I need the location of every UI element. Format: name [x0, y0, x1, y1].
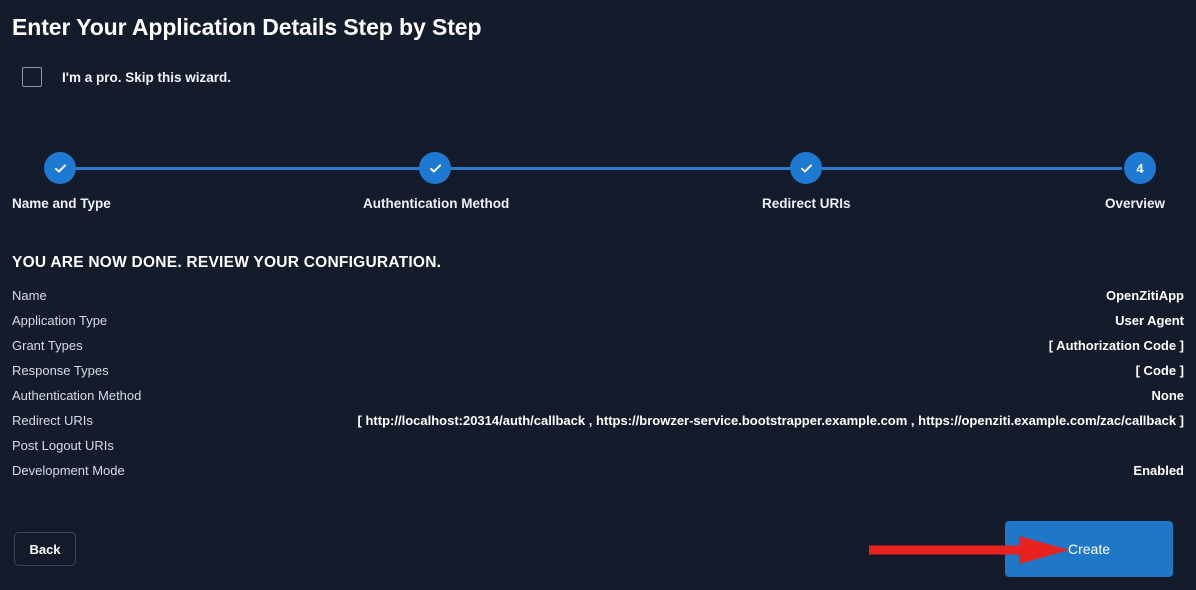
summary-row-post-logout-uris: Post Logout URIs	[12, 438, 1184, 463]
step-node-authentication-method[interactable]	[419, 152, 451, 184]
step-node-redirect-uris[interactable]	[790, 152, 822, 184]
check-icon	[54, 163, 66, 173]
step-connector-1-2	[76, 166, 420, 170]
step-number-overview: 4	[1136, 160, 1144, 176]
step-connector-2-3	[451, 166, 791, 170]
page-title: Enter Your Application Details Step by S…	[12, 14, 482, 40]
check-icon	[429, 163, 441, 173]
summary-key: Response Types	[12, 363, 109, 378]
check-icon	[800, 163, 812, 173]
step-node-name-and-type[interactable]	[44, 152, 76, 184]
summary-value: User Agent	[1115, 313, 1184, 328]
step-label-name-and-type: Name and Type	[12, 196, 111, 211]
skip-wizard-row: I'm a pro. Skip this wizard.	[22, 67, 231, 87]
summary-row-authentication-method: Authentication Method None	[12, 388, 1184, 413]
summary-key: Application Type	[12, 313, 108, 328]
wizard-stepper: 4 Name and Type Authentication Method Re…	[0, 152, 1196, 216]
summary-row-development-mode: Development Mode Enabled	[12, 463, 1184, 488]
summary-value: Enabled	[1133, 463, 1184, 478]
summary-row-grant-types: Grant Types [ Authorization Code ]	[12, 338, 1184, 363]
summary-key: Grant Types	[12, 338, 83, 353]
configuration-summary: Name OpenZitiApp Application Type User A…	[12, 288, 1184, 488]
summary-row-application-type: Application Type User Agent	[12, 313, 1184, 338]
summary-key: Development Mode	[12, 463, 125, 478]
summary-key: Redirect URIs	[12, 413, 93, 428]
step-connector-3-4	[822, 166, 1122, 170]
step-node-overview[interactable]: 4	[1124, 152, 1156, 184]
review-heading: YOU ARE NOW DONE. REVIEW YOUR CONFIGURAT…	[12, 254, 442, 271]
summary-key: Post Logout URIs	[12, 438, 114, 453]
summary-value: OpenZitiApp	[1106, 288, 1184, 303]
step-label-authentication-method: Authentication Method	[363, 196, 510, 211]
summary-key: Authentication Method	[12, 388, 142, 403]
summary-value: [ Authorization Code ]	[1048, 338, 1184, 353]
summary-key: Name	[12, 288, 47, 303]
step-label-redirect-uris: Redirect URIs	[762, 196, 851, 211]
summary-row-redirect-uris: Redirect URIs [ http://localhost:20314/a…	[12, 413, 1184, 438]
step-label-overview: Overview	[1105, 196, 1166, 211]
skip-wizard-label: I'm a pro. Skip this wizard.	[62, 69, 231, 85]
summary-row-name: Name OpenZitiApp	[12, 288, 1184, 313]
back-button[interactable]: Back	[14, 532, 76, 566]
summary-value: [ http://localhost:20314/auth/callback ,…	[357, 413, 1184, 428]
summary-value: None	[1151, 388, 1185, 403]
create-button[interactable]: Create	[1005, 521, 1173, 577]
stepper-track: 4	[0, 152, 1196, 184]
summary-row-response-types: Response Types [ Code ]	[12, 363, 1184, 388]
skip-wizard-checkbox[interactable]	[22, 67, 42, 87]
summary-value: [ Code ]	[1135, 363, 1184, 378]
